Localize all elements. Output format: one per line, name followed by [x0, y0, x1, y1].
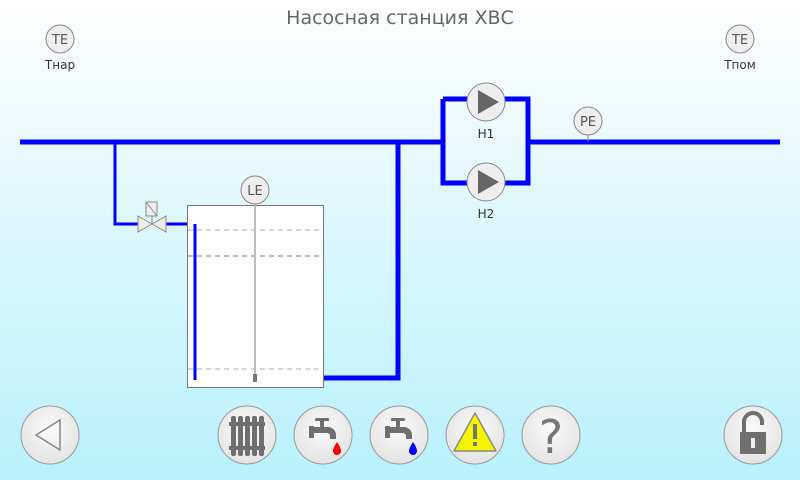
level-sensor-le[interactable]: LE: [240, 175, 270, 205]
cold-drop-icon: [409, 442, 417, 455]
heating-button[interactable]: [217, 405, 277, 465]
cold-water-button[interactable]: [369, 405, 429, 465]
pump-icon: [478, 90, 499, 114]
tank: [187, 204, 324, 388]
hot-tap-icon: [309, 418, 336, 439]
tank-outlet-pipe: [318, 142, 401, 381]
te-outdoor-code: TE: [51, 33, 68, 48]
radiator-icon: [229, 416, 265, 456]
te-indoor-code: TE: [731, 33, 748, 48]
pump-h2-label: Н2: [478, 207, 495, 221]
cold-tap-icon: [385, 418, 412, 439]
te-indoor-label: Тпом: [723, 58, 756, 72]
padlock-icon: [740, 411, 766, 454]
hot-water-button[interactable]: [293, 405, 353, 465]
pressure-sensor-pe[interactable]: PE: [573, 106, 603, 142]
back-arrow-icon: [34, 418, 61, 452]
pump-h1-label: Н1: [478, 127, 495, 141]
pump-icon: [478, 170, 499, 194]
tank-fill-pipe: [113, 142, 197, 380]
pump-h1[interactable]: Н1: [466, 82, 506, 141]
help-icon: ?: [539, 410, 563, 464]
temp-sensor-indoor[interactable]: TE Тпом: [723, 24, 756, 72]
pe-code: PE: [580, 115, 596, 130]
page-title: Насосная станция ХВС: [286, 7, 514, 29]
back-button[interactable]: [20, 405, 80, 465]
le-code: LE: [247, 184, 262, 199]
alarms-button[interactable]: [445, 405, 505, 465]
lock-button[interactable]: [723, 405, 783, 465]
temp-sensor-outdoor[interactable]: TE Тнар: [44, 24, 75, 72]
solenoid-valve-icon[interactable]: [137, 201, 167, 233]
help-button[interactable]: ?: [521, 405, 581, 465]
pump-h2[interactable]: Н2: [466, 162, 506, 221]
te-outdoor-label: Тнар: [44, 58, 75, 72]
hot-drop-icon: [333, 442, 341, 455]
